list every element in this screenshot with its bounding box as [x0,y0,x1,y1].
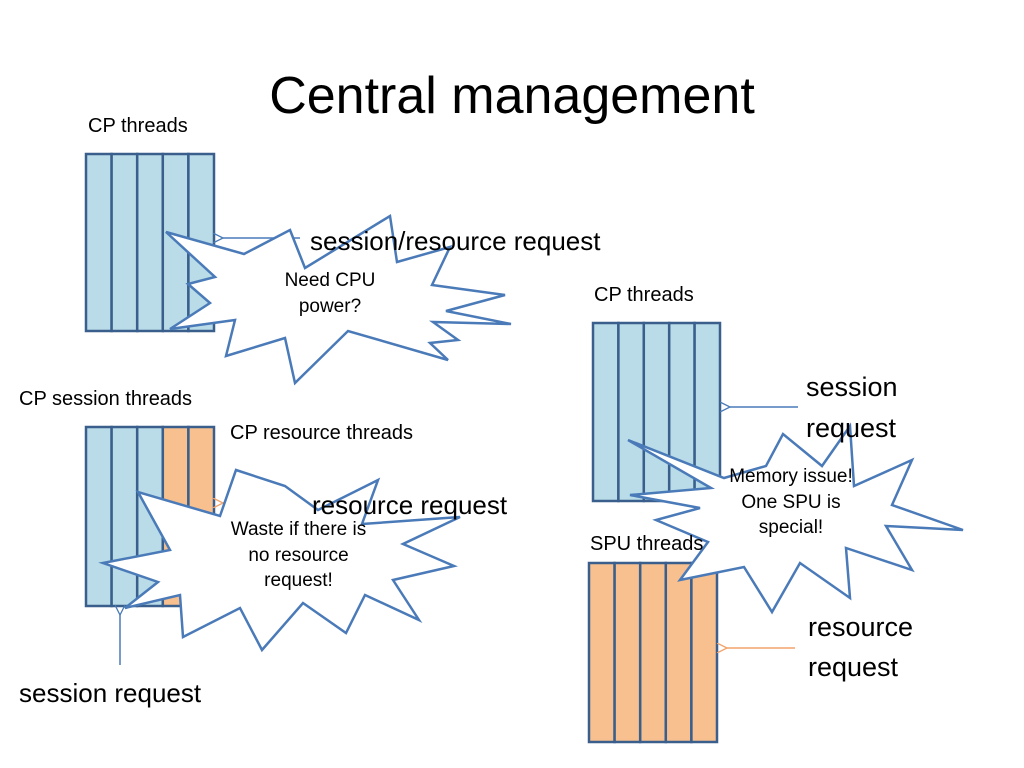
spu-threads-block [587,561,719,744]
waste-callout-line3: request! [264,570,333,592]
spu-thread-column [664,561,693,744]
thread-column [617,321,646,503]
memory-callout-line1: Memory issue! [729,466,853,487]
spu-thread-column [587,561,616,744]
cp-resource-threads-label: CP resource threads [230,422,414,444]
cpu-callout-burst [165,213,512,386]
memory-callout-burst [627,422,964,615]
cp-session-threads-label: CP session threads [19,388,193,410]
session-label-right-line1: session [806,372,898,402]
request-label-right-line2-spu: request [808,652,899,682]
thread-column [84,152,113,333]
resource-request-label-left: resource request [312,490,508,520]
cp-threads-label-top: CP threads [88,115,188,137]
memory-callout-text: Memory issue! One SPU is special! [706,464,876,541]
waste-callout-line1: Waste if there is [230,519,367,540]
cp-threads-block-top [84,152,216,333]
session-thread-column [84,425,113,608]
resource-label-right-line1: resource [808,612,914,642]
thread-column [591,321,620,503]
spu-threads-label: SPU threads [590,533,704,555]
cp-threads-block-right [591,321,722,503]
cpu-callout-line2: power? [298,295,362,317]
spu-thread-column [690,561,719,744]
memory-callout-line3: special! [758,517,824,539]
slide-title: Central management [269,67,755,125]
thread-column [135,152,165,333]
session-thread-column [110,425,139,608]
cpu-callout-line1: Need CPU [284,270,376,291]
session-resource-request-label: session/resource request [310,226,601,256]
cpu-callout-text: Need CPU power? [260,268,400,319]
spu-thread-column [638,561,668,744]
spu-thread-column [613,561,642,744]
memory-callout-line2: One SPU is [741,491,841,513]
waste-callout-line2: no resource [248,544,349,566]
thread-column [110,152,139,333]
cp-threads-label-right: CP threads [594,284,694,306]
session-request-label-left: session request [19,678,202,708]
request-label-right-line2: request [806,413,897,443]
thread-column [642,321,671,503]
waste-callout-burst [98,468,461,653]
waste-callout-text: Waste if there is no resource request! [196,517,401,594]
